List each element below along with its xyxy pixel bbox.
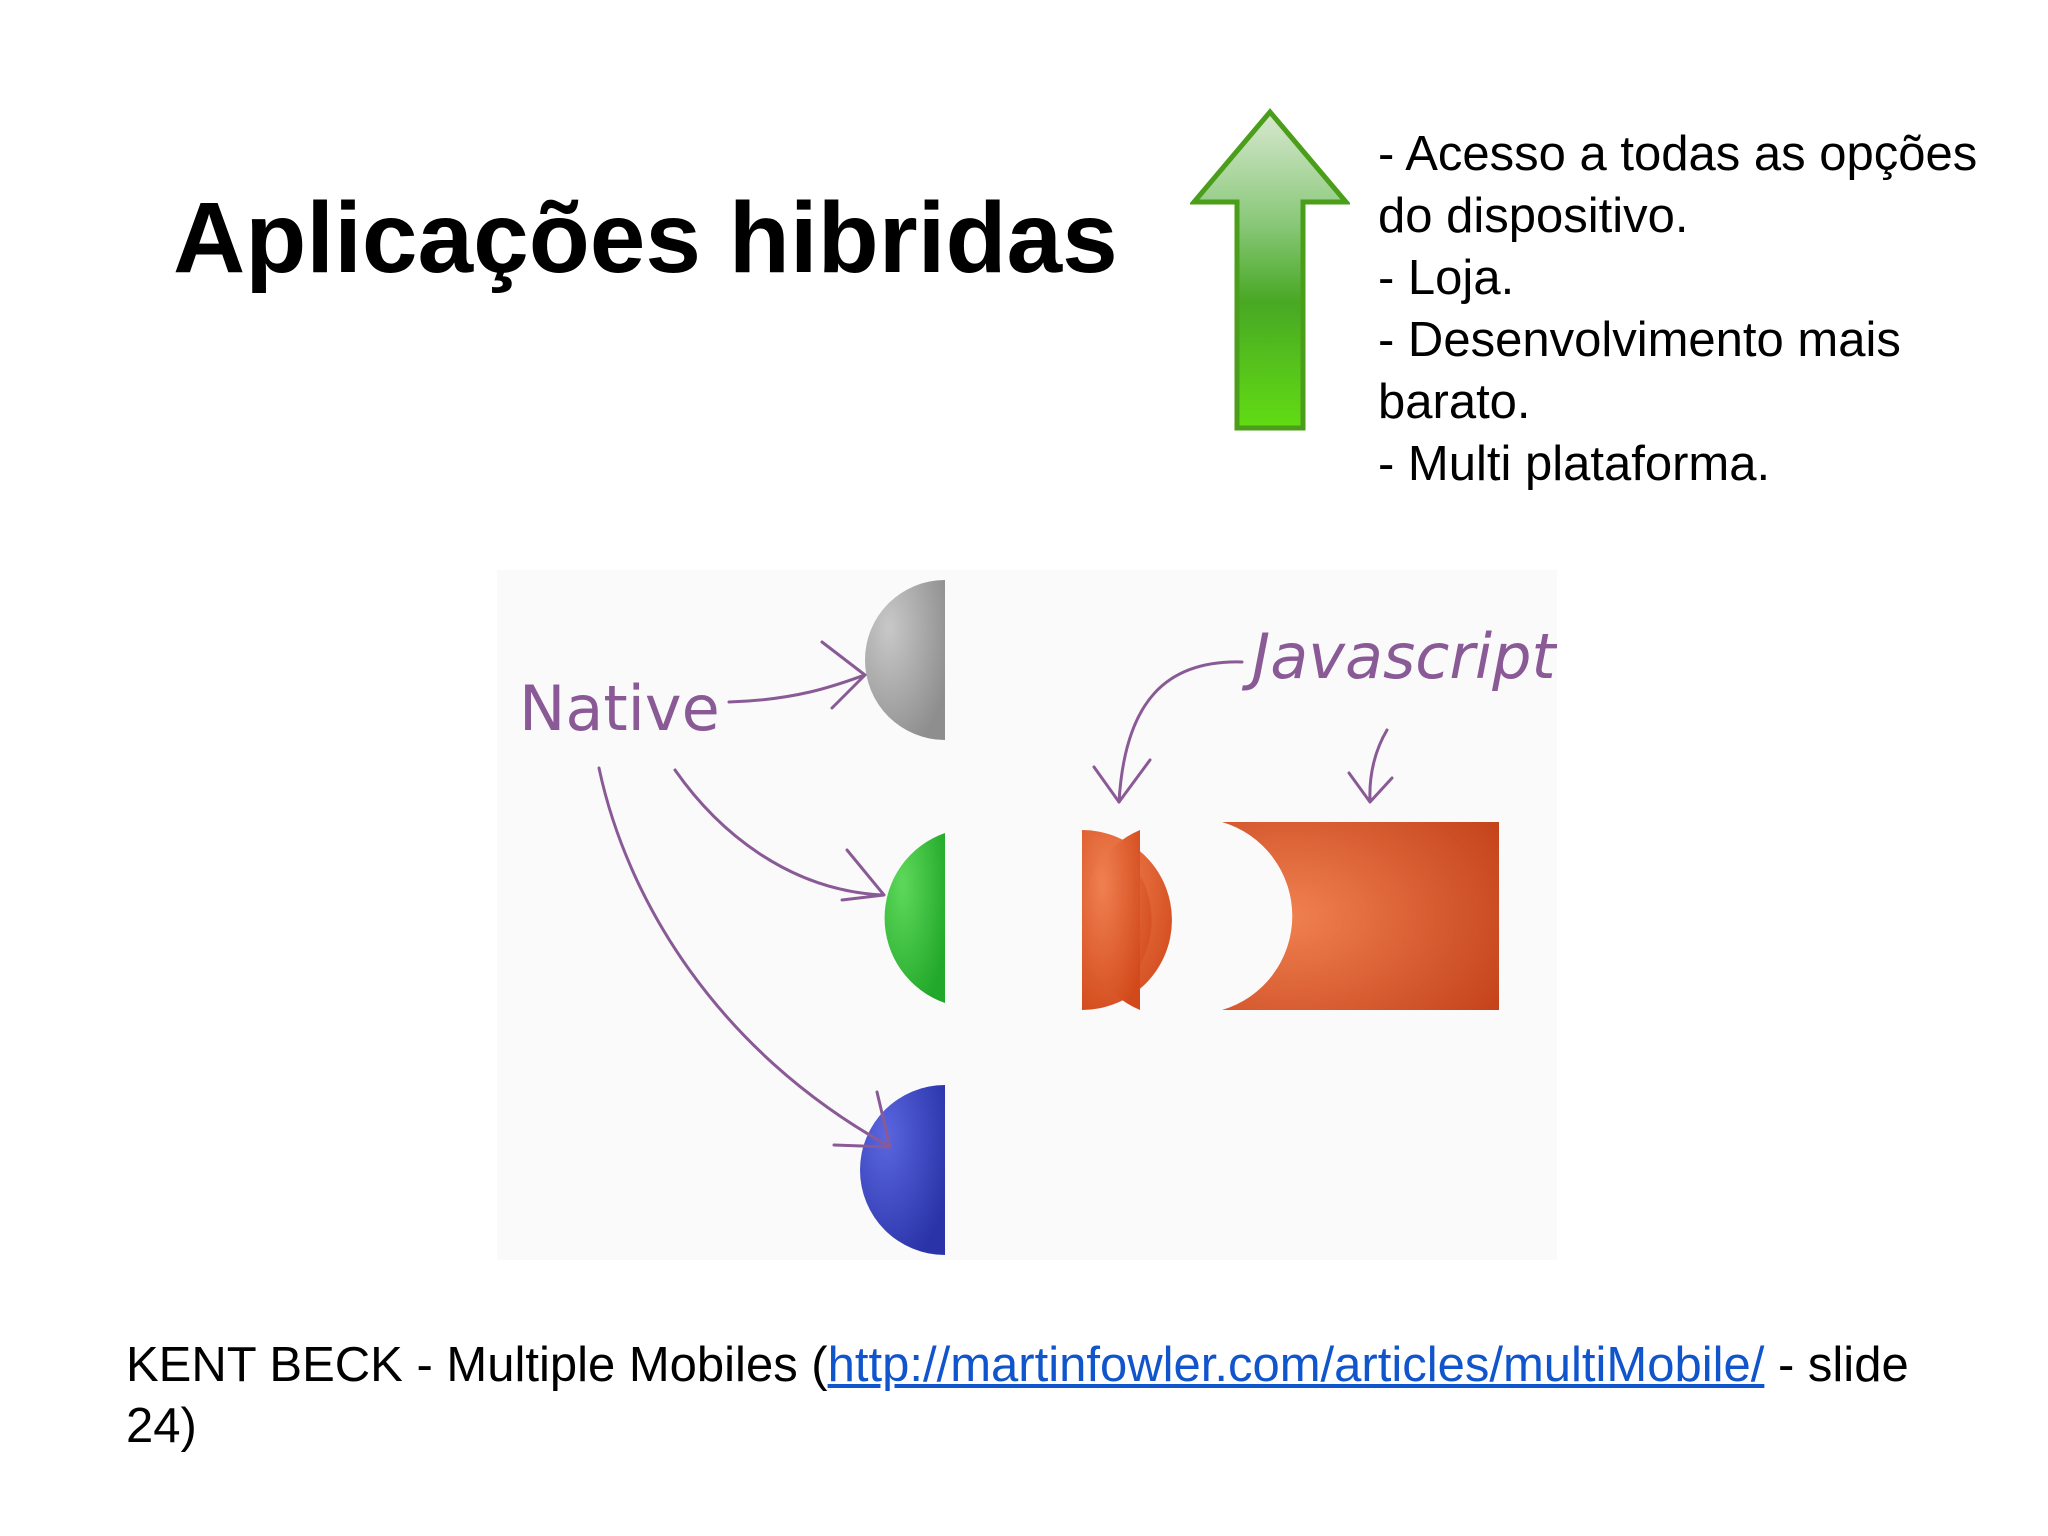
native-label: Native [519,672,720,745]
up-arrow-icon [1190,108,1350,431]
source-link[interactable]: http://martinfowler.com/articles/multiMo… [827,1338,1765,1392]
slide-title: Aplicações hibridas [173,182,1118,294]
caption-suffix: - slide 24) [126,1338,1909,1453]
javascript-rect [1222,822,1499,1010]
list-item: - Desenvolvimento mais barato. [1378,313,1901,429]
advantages-list: - Acesso a todas as opções do dispositiv… [1378,123,2028,495]
arrow-native-blue [597,766,889,1147]
list-item: - Acesso a todas as opções do dispositiv… [1378,127,1978,243]
list-item: - Multi plataforma. [1378,437,1771,491]
caption-prefix: KENT BECK - Multiple Mobiles ( [126,1338,828,1392]
source-caption: KENT BECK - Multiple Mobiles (http://mar… [126,1335,1946,1457]
arrow-js-rect [1368,728,1389,802]
arrow-native-gray-head [820,640,867,710]
native-blue-half-disc [860,1085,945,1255]
arrow-js-circle-head [1092,758,1152,804]
arrow-native-green [673,768,884,897]
native-javascript-diagram: Native Javascript [497,570,1557,1260]
native-gray-half-disc [865,580,945,740]
arrow-native-green-head [840,848,886,902]
list-item: - Loja. [1378,251,1515,305]
arrow-js-circle [1117,660,1244,804]
arrow-native-gray [727,674,864,704]
javascript-label: Javascript [1241,620,1557,693]
javascript-circle-body [1081,830,1140,1010]
native-green-half-disc [884,833,945,1003]
arrow-native-blue-head [832,1090,892,1149]
arrow-js-rect-head [1347,771,1394,804]
